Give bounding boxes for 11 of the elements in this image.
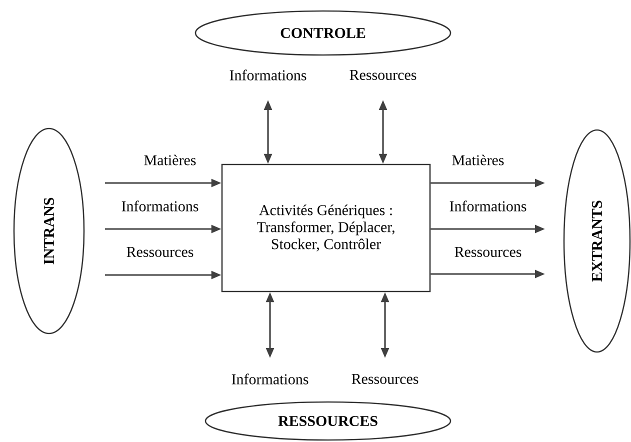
edge-label: Ressources	[454, 247, 522, 257]
edge-label: Matières	[452, 154, 504, 166]
edge-label: Ressources	[126, 247, 194, 257]
edge-label: Ressources	[352, 374, 418, 384]
edge-label: Ressources	[350, 70, 416, 80]
edge-label: Informations	[230, 70, 306, 80]
edge-label: Matières	[144, 154, 196, 166]
edge-label: Informations	[450, 200, 526, 212]
edge-label: Informations	[122, 200, 198, 212]
edge-label: Informations	[232, 374, 308, 384]
activity-box: Activités Génériques : Transformer, Déplacer, Stocker, Contrôler	[221, 164, 431, 292]
